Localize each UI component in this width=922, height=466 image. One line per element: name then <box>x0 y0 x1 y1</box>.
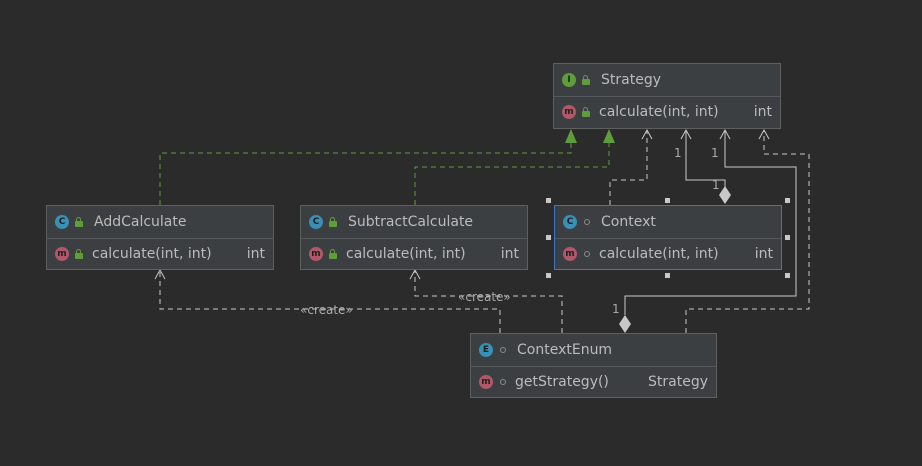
strategy-header: I Strategy <box>554 64 780 97</box>
add-calculate-method-row[interactable]: m calculate(int, int) int <box>47 238 273 270</box>
context-enum-method-row[interactable]: m getStrategy() Strategy <box>471 366 716 398</box>
context-header: C Context <box>555 206 781 239</box>
multiplicity-context-target: 1 <box>712 178 720 192</box>
create-enum-to-add[interactable] <box>159 271 501 333</box>
dependency-arrowhead-context <box>641 128 653 140</box>
dependency-context-to-strategy[interactable] <box>609 131 648 205</box>
create-label-subtract: «create» <box>458 290 511 304</box>
resize-handle-bottom-middle[interactable] <box>665 273 670 278</box>
multiplicity-enum-source: 1 <box>711 146 719 160</box>
aggregation-diamond-enum <box>619 315 631 333</box>
context-method-signature: calculate(int, int) <box>599 246 719 262</box>
add-calculate-name: AddCalculate <box>94 214 187 230</box>
context-enum-method-return-type: Strategy <box>648 374 708 390</box>
multiplicity-enum-target: 1 <box>612 302 620 316</box>
package-private-icon <box>500 379 506 385</box>
aggregation-context-strategy[interactable] <box>685 131 726 187</box>
strategy-method-signature: calculate(int, int) <box>599 104 719 120</box>
subtract-calculate-header: C SubtractCalculate <box>301 206 527 239</box>
add-calculate-header: C AddCalculate <box>47 206 273 239</box>
public-lock-icon <box>581 75 591 85</box>
context-name: Context <box>601 214 656 230</box>
strategy-method-return-type: int <box>753 104 772 120</box>
method-icon: m <box>55 247 69 261</box>
resize-handle-top-right[interactable] <box>785 198 790 203</box>
package-private-icon <box>500 347 506 353</box>
aggregation-arrowhead-context <box>680 128 692 140</box>
strategy-method-row[interactable]: m calculate(int, int) int <box>554 96 780 128</box>
public-lock-icon <box>74 217 84 227</box>
context-enum-header: E ContextEnum <box>471 334 716 367</box>
context-enum-name: ContextEnum <box>517 342 613 358</box>
resize-handle-middle-right[interactable] <box>785 235 790 240</box>
interface-icon: I <box>562 73 576 87</box>
strategy-name: Strategy <box>601 72 661 88</box>
aggregation-arrowhead-enum <box>719 128 731 140</box>
create-arrowhead-add <box>154 268 166 280</box>
aggregation-diamond-context <box>719 186 731 204</box>
create-label-add: «create» <box>300 303 353 317</box>
context-enum-node[interactable]: E ContextEnum m getStrategy() Strategy <box>470 333 717 398</box>
public-lock-icon <box>74 249 84 259</box>
realization-arrowhead-subtract <box>603 129 615 143</box>
class-icon: C <box>563 215 577 229</box>
method-icon: m <box>562 105 576 119</box>
strategy-interface-node[interactable]: I Strategy m calculate(int, int) int <box>553 63 781 129</box>
public-lock-icon <box>328 217 338 227</box>
method-icon: m <box>479 375 493 389</box>
create-arrowhead-subtract <box>409 268 421 280</box>
resize-handle-middle-left[interactable] <box>546 235 551 240</box>
aggregation-enum-strategy[interactable] <box>624 131 797 315</box>
realization-subtract-to-strategy[interactable] <box>414 140 610 205</box>
add-calculate-class-node[interactable]: C AddCalculate m calculate(int, int) int <box>46 205 274 270</box>
method-icon: m <box>563 247 577 261</box>
method-icon: m <box>309 247 323 261</box>
context-class-node[interactable]: C Context m calculate(int, int) int <box>554 205 782 270</box>
add-calculate-method-signature: calculate(int, int) <box>92 246 212 262</box>
subtract-calculate-class-node[interactable]: C SubtractCalculate m calculate(int, int… <box>300 205 528 270</box>
subtract-calculate-method-return-type: int <box>500 246 519 262</box>
subtract-calculate-name: SubtractCalculate <box>348 214 474 230</box>
package-private-icon <box>584 251 590 257</box>
subtract-calculate-method-signature: calculate(int, int) <box>346 246 466 262</box>
public-lock-icon <box>328 249 338 259</box>
enum-icon: E <box>479 343 493 357</box>
multiplicity-context-source: 1 <box>674 146 682 160</box>
realization-add-to-strategy[interactable] <box>159 140 572 205</box>
public-lock-icon <box>581 107 591 117</box>
context-method-row[interactable]: m calculate(int, int) int <box>555 238 781 270</box>
class-icon: C <box>309 215 323 229</box>
resize-handle-top-middle[interactable] <box>665 198 670 203</box>
context-enum-method-signature: getStrategy() <box>515 374 609 390</box>
context-method-return-type: int <box>754 246 773 262</box>
package-private-icon <box>584 219 590 225</box>
create-enum-to-subtract[interactable] <box>414 271 563 333</box>
subtract-calculate-method-row[interactable]: m calculate(int, int) int <box>301 238 527 270</box>
dependency-arrowhead-enum <box>758 128 770 140</box>
resize-handle-bottom-right[interactable] <box>785 273 790 278</box>
resize-handle-bottom-left[interactable] <box>546 273 551 278</box>
class-icon: C <box>55 215 69 229</box>
add-calculate-method-return-type: int <box>246 246 265 262</box>
realization-arrowhead-add <box>565 129 577 143</box>
dependency-enum-to-strategy[interactable] <box>685 131 810 333</box>
resize-handle-top-left[interactable] <box>546 198 551 203</box>
